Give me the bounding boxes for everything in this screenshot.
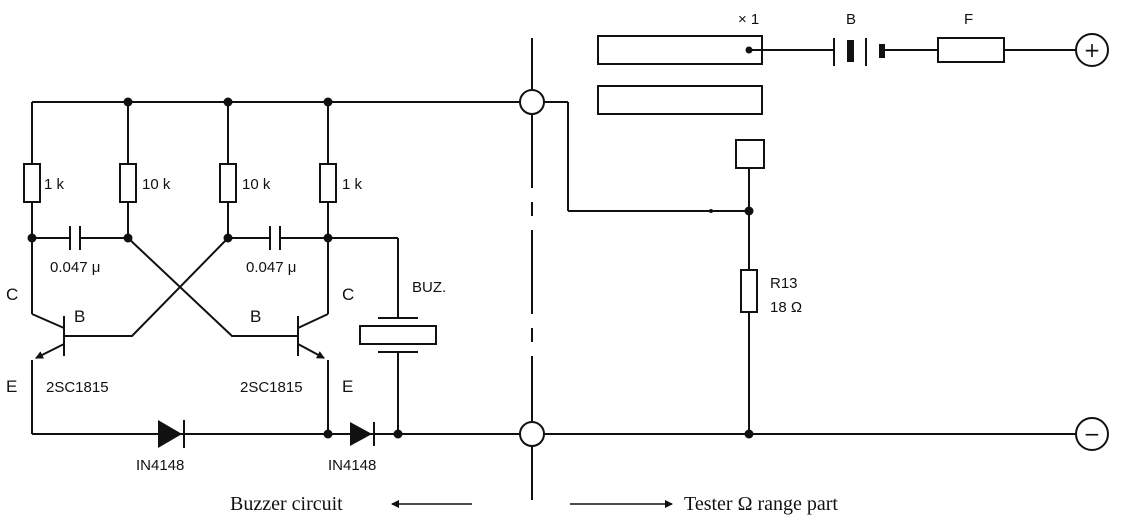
- transistor-left-emitter: [35, 343, 65, 359]
- label-transistor-right: 2SC1815: [240, 379, 303, 396]
- label-buzzer: BUZ.: [412, 279, 446, 296]
- label-r13-value: 18 Ω: [770, 299, 802, 316]
- label-cap-right: 0.047 μ: [246, 259, 296, 276]
- resistor-r2: [119, 163, 137, 203]
- label-multiplier: × 1: [738, 11, 759, 28]
- label-r1: 1 k: [44, 176, 65, 193]
- transistor-left-collector: [31, 313, 65, 329]
- battery: [833, 38, 885, 66]
- label-plus: +: [1084, 38, 1101, 62]
- cross-wire-a: [127, 237, 298, 337]
- label-r4: 1 k: [342, 176, 363, 193]
- range-switch-x1: [597, 35, 763, 65]
- cross-wire-b: [64, 237, 229, 337]
- label-r13: R13: [770, 275, 798, 292]
- label-diode-left: IN4148: [136, 457, 184, 474]
- transistor-right-emitter: [297, 343, 325, 359]
- label-transistor-left: 2SC1815: [46, 379, 109, 396]
- label-c-left: C: [6, 285, 18, 304]
- terminal-plus: [1075, 33, 1109, 67]
- label-e-right: E: [342, 377, 353, 396]
- label-b-right: B: [250, 307, 261, 326]
- label-r3: 10 k: [242, 176, 271, 193]
- connector-bottom: [519, 421, 545, 447]
- connector-top: [519, 89, 545, 115]
- terminal-minus: [1075, 417, 1109, 451]
- label-battery: B: [846, 11, 856, 28]
- caption-tester-range: Tester Ω range part: [684, 493, 838, 515]
- label-diode-right: IN4148: [328, 457, 376, 474]
- label-c-right: C: [342, 285, 354, 304]
- diode-right: [350, 422, 375, 446]
- caption-buzzer-circuit: Buzzer circuit: [230, 493, 343, 515]
- label-fuse: F: [964, 11, 973, 28]
- buzzer: [359, 325, 437, 345]
- label-b-left: B: [74, 307, 85, 326]
- fuse: [937, 37, 1005, 63]
- diode-left: [158, 420, 185, 448]
- label-minus: −: [1084, 422, 1101, 446]
- resistor-r13: [740, 269, 758, 313]
- transistor-right-collector: [297, 313, 329, 329]
- range-switch-lower: [597, 85, 763, 115]
- label-r2: 10 k: [142, 176, 171, 193]
- resistor-r1: [23, 163, 41, 203]
- resistor-r4: [319, 163, 337, 203]
- resistor-r3: [219, 163, 237, 203]
- contact-square: [735, 139, 765, 169]
- label-e-left: E: [6, 377, 17, 396]
- label-cap-left: 0.047 μ: [50, 259, 100, 276]
